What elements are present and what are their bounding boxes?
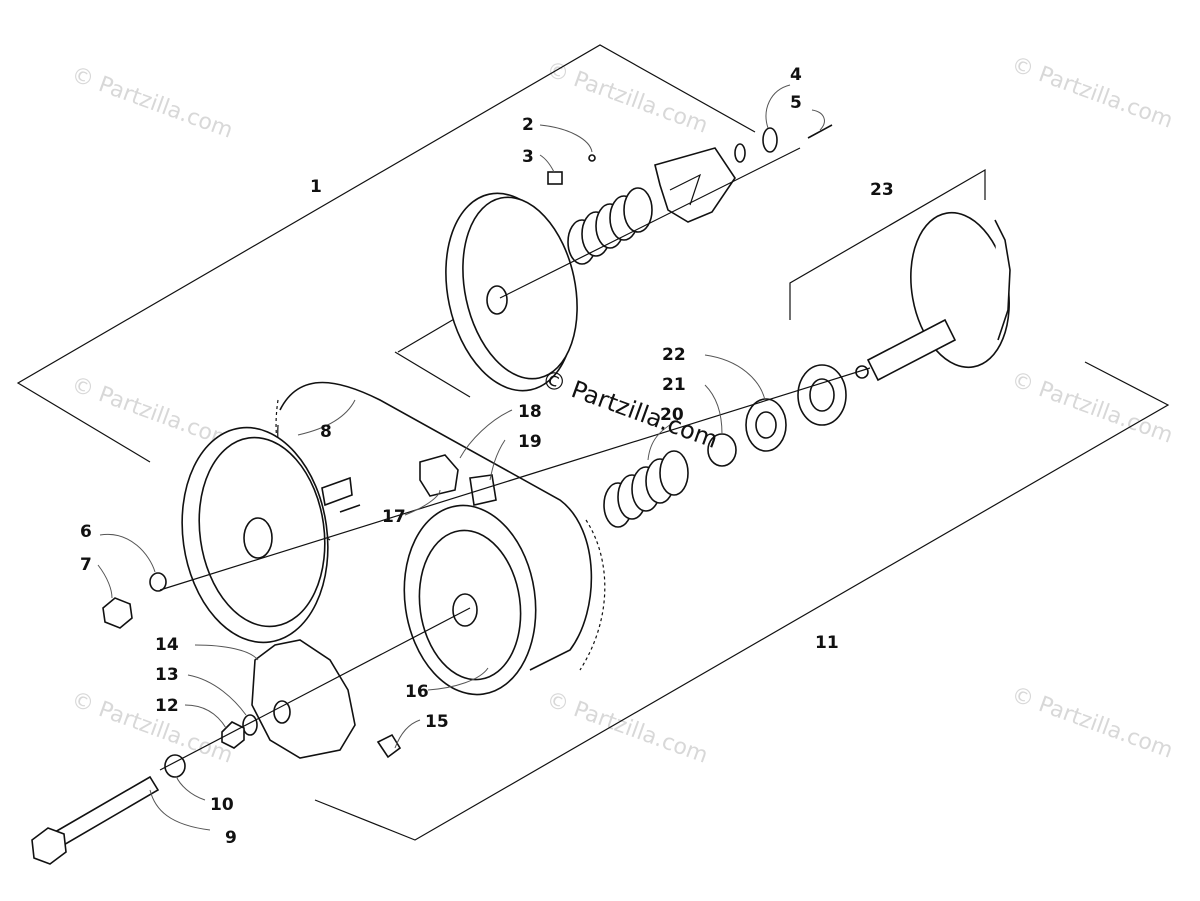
- callout-17: 17: [382, 507, 406, 527]
- part-23-shaft: [866, 318, 957, 382]
- leader-lines: [97, 84, 825, 831]
- callout-7: 7: [80, 555, 92, 575]
- part-15-clip: [376, 733, 402, 759]
- callout-6: 6: [80, 522, 92, 542]
- callout-1: 1: [310, 177, 322, 197]
- part-14-hub: [273, 700, 291, 724]
- drive-spider-detail: [669, 173, 702, 206]
- driven-clutch-assembly: [31, 211, 1011, 865]
- callout-15: 15: [425, 712, 449, 732]
- callout-13: 13: [155, 665, 179, 685]
- drive-clutch-assembly: [445, 124, 833, 392]
- bracket-23: [789, 168, 986, 320]
- callout-16: 16: [405, 682, 429, 702]
- driven-sheave-hub: [243, 517, 273, 559]
- bracket-1: [16, 44, 756, 463]
- callout-9: 9: [225, 828, 237, 848]
- part-9-bolt: [53, 775, 160, 848]
- part-9-bolt-head: [31, 827, 67, 865]
- part-7-nut: [102, 597, 133, 629]
- part-22-bearing-inner: [755, 411, 777, 439]
- watermark: © Partzilla.com: [1008, 682, 1176, 764]
- part-17-block: [419, 454, 459, 497]
- drive-spider: [654, 147, 736, 223]
- watermark: © Partzilla.com: [68, 687, 236, 769]
- callout-5: 5: [790, 93, 802, 113]
- part-4-washer: [762, 127, 778, 153]
- watermark: © Partzilla.com: [68, 372, 236, 454]
- callout-14: 14: [155, 635, 179, 655]
- callout-labels: 1 2 3 4 5 6 7 8 9 10 11 12 13 14 15 16 1…: [80, 65, 894, 848]
- part-10-washer: [164, 754, 186, 778]
- callout-12: 12: [155, 696, 179, 716]
- drive-spring: [567, 187, 653, 265]
- belt-teeth: [579, 519, 606, 671]
- callout-11: 11: [815, 633, 839, 653]
- callout-4: 4: [790, 65, 802, 85]
- part-19-clip: [469, 474, 497, 506]
- part-12-nut: [221, 721, 245, 749]
- driven-axis: [159, 367, 871, 591]
- bearing-cup-inner: [809, 378, 835, 412]
- callout-20: 20: [660, 405, 684, 425]
- watermark: © Partzilla.com: [1008, 367, 1176, 449]
- part-23-fins: [994, 219, 1011, 341]
- callout-2: 2: [522, 115, 534, 135]
- watermark-center: © Partzilla.com: [538, 364, 722, 454]
- callout-8: 8: [320, 422, 332, 442]
- watermark: © Partzilla.com: [543, 687, 711, 769]
- watermark: © Partzilla.com: [68, 62, 236, 144]
- callout-3: 3: [522, 147, 534, 167]
- part-13-washer: [242, 714, 258, 736]
- callout-18: 18: [518, 402, 542, 422]
- callout-10: 10: [210, 795, 234, 815]
- driven-axis-lower: [159, 607, 471, 771]
- part-6-washer: [149, 572, 167, 592]
- drive-sheave-hub: [486, 285, 508, 315]
- part-20-spring: [603, 450, 689, 528]
- part-4-ring: [734, 143, 746, 163]
- bracket-11: [314, 361, 1170, 841]
- watermark: © Partzilla.com: [543, 57, 711, 139]
- driven-key: [339, 504, 361, 513]
- callout-19: 19: [518, 432, 542, 452]
- part-3-clip: [547, 171, 563, 185]
- bracket-1-lower: [394, 351, 471, 398]
- part-2-screw: [588, 154, 596, 162]
- driven-shaft: [321, 476, 353, 507]
- callout-23: 23: [870, 180, 894, 200]
- watermark: © Partzilla.com: [1008, 52, 1176, 134]
- part-14-helix: [251, 639, 356, 759]
- callout-22: 22: [662, 345, 686, 365]
- callout-21: 21: [662, 375, 686, 395]
- part-5-pin: [807, 124, 833, 139]
- drive-axis: [499, 147, 801, 299]
